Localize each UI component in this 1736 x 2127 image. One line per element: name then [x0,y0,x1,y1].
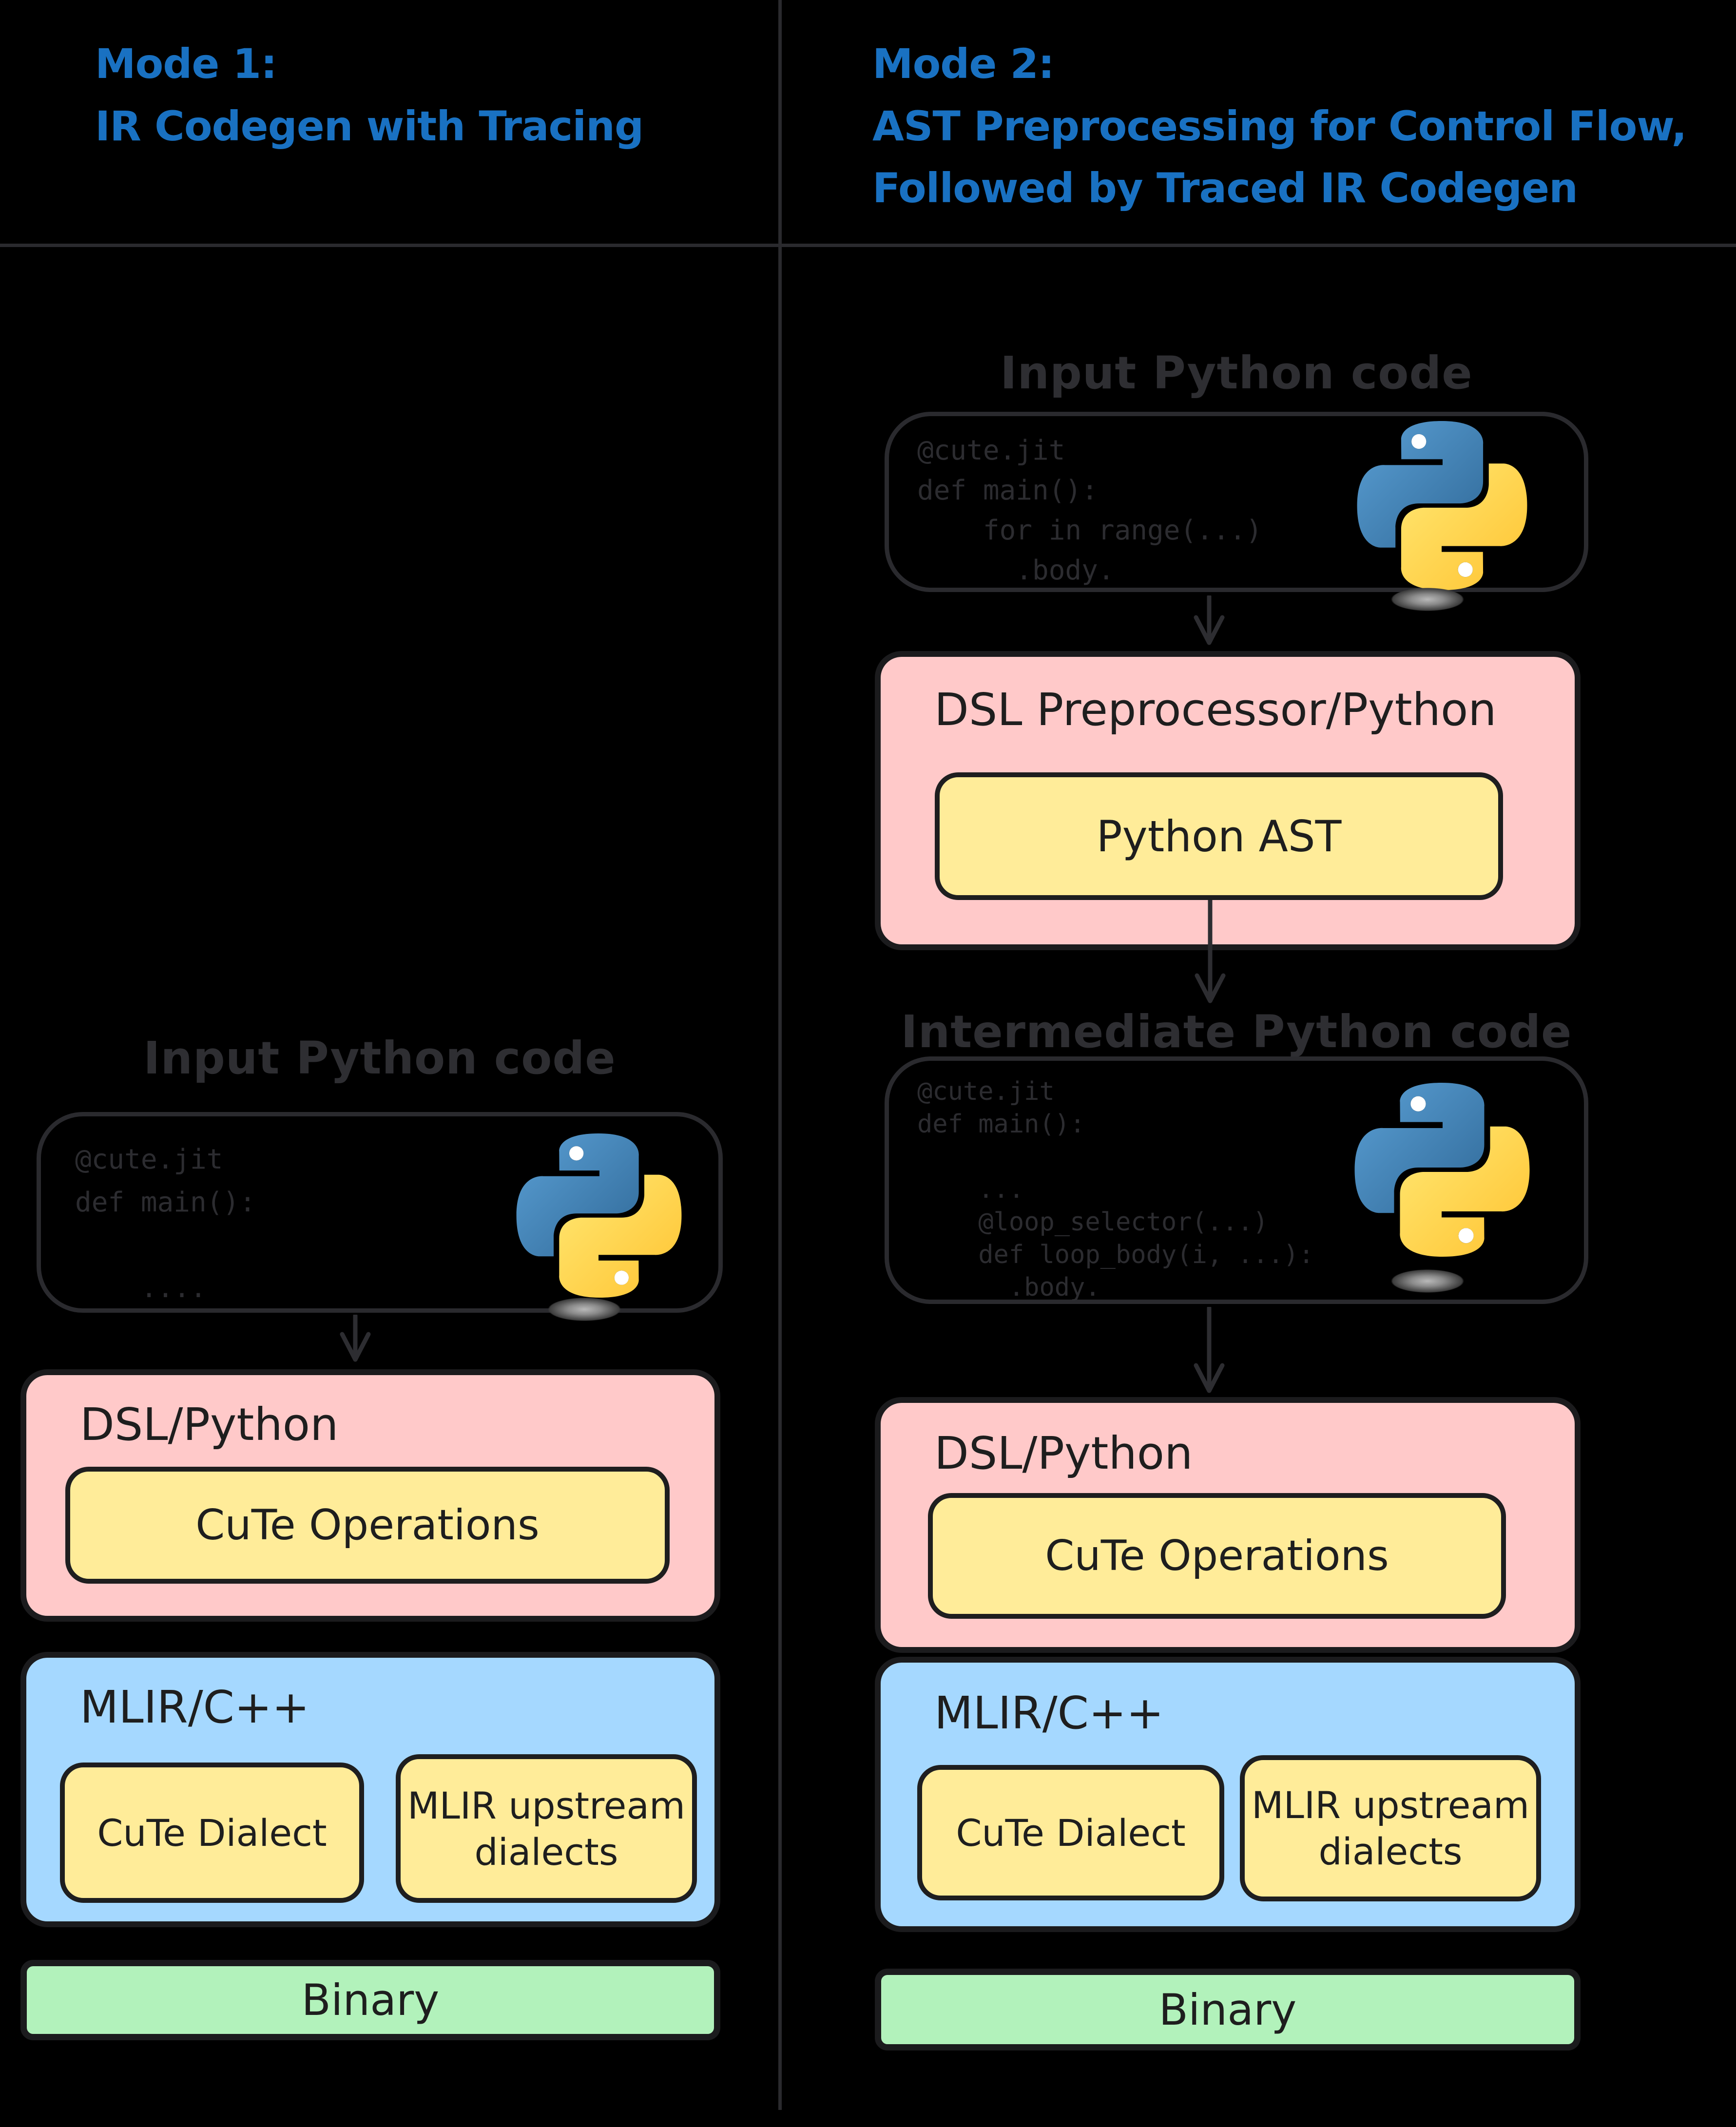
python-logo-icon [1354,1083,1530,1257]
left-binary-label: Binary [301,1975,440,2025]
left-mlir-cpp-panel: MLIR/C++ CuTe Dialect MLIR upstream dial… [20,1652,720,1927]
column-divider-line [778,0,782,2110]
intermediate-python-title: Intermediate Python code [901,1006,1572,1058]
left-binary-box: Binary [20,1960,720,2040]
left-input-code-box: @cute.jit def main(): .... [37,1112,723,1321]
python-logo-shadow-ellipse [1391,1269,1464,1293]
intermediate-code: @cute.jit def main(): ... @loop_selector… [917,1077,1314,1302]
mode2-title-line1: Mode 2: [872,40,1055,88]
arrow-down-icon [1195,900,1226,1003]
left-mlir-upstream-label: MLIR upstream dialects [407,1783,686,1874]
left-input-code: @cute.jit def main(): .... [75,1144,256,1304]
right-cute-operations-label: CuTe Operations [1045,1532,1389,1580]
left-mlir-upstream-box: MLIR upstream dialects [396,1754,697,1903]
dsl-preprocessor-panel: DSL Preprocessor/Python Python AST [875,651,1581,950]
python-ast-box: Python AST [935,772,1503,900]
right-cute-dialect-box: CuTe Dialect [917,1765,1224,1900]
right-mlir-cpp-label: MLIR/C++ [934,1687,1164,1739]
left-dsl-python-label: DSL/Python [80,1399,339,1451]
python-logo-shadow-ellipse [548,1298,621,1321]
python-logo-icon [1357,421,1527,590]
right-input-python-title: Input Python code [1000,347,1473,399]
mode1-title-line1: Mode 1: [95,40,277,88]
left-cute-dialect-box: CuTe Dialect [60,1763,364,1903]
right-dsl-python-label: DSL/Python [934,1427,1193,1479]
intermediate-code-box: @cute.jit def main(): ... @loop_selector… [885,1056,1588,1304]
right-dsl-python-panel: DSL/Python CuTe Operations [875,1397,1581,1653]
python-ast-label: Python AST [1096,811,1342,862]
mode1-title: Mode 1: IR Codegen with Tracing [95,33,644,157]
python-logo-icon [516,1133,682,1298]
right-mlir-upstream-box: MLIR upstream dialects [1240,1755,1541,1901]
mode1-title-line2: IR Codegen with Tracing [95,102,644,150]
left-cute-operations-label: CuTe Operations [195,1501,540,1550]
arrow-down-icon [340,1315,371,1362]
arrow-down-icon [1194,1307,1225,1393]
mode2-title: Mode 2: AST Preprocessing for Control Fl… [872,33,1687,220]
right-binary-label: Binary [1158,1984,1297,2035]
right-input-code-box: @cute.jit def main(): for in range(...) … [885,412,1588,611]
right-input-code: @cute.jit def main(): for in range(...) … [917,435,1263,586]
arrow-down-icon [1194,595,1225,645]
left-mlir-cpp-label: MLIR/C++ [80,1681,310,1733]
right-mlir-upstream-label: MLIR upstream dialects [1251,1783,1530,1873]
python-logo-shadow-ellipse [1391,588,1464,611]
mode2-title-line3: Followed by Traced IR Codegen [872,164,1578,212]
header-divider-line [0,244,1736,247]
dsl-preprocessor-label: DSL Preprocessor/Python [934,684,1497,736]
right-binary-box: Binary [875,1969,1581,2050]
right-cute-dialect-label: CuTe Dialect [956,1811,1186,1855]
right-cute-operations-box: CuTe Operations [928,1493,1506,1619]
left-cute-dialect-label: CuTe Dialect [97,1811,327,1855]
left-input-python-title: Input Python code [143,1032,616,1084]
left-dsl-python-panel: DSL/Python CuTe Operations [20,1369,720,1622]
right-mlir-cpp-panel: MLIR/C++ CuTe Dialect MLIR upstream dial… [875,1657,1581,1932]
left-cute-operations-box: CuTe Operations [65,1467,670,1584]
mode2-title-line2: AST Preprocessing for Control Flow, [872,102,1687,150]
